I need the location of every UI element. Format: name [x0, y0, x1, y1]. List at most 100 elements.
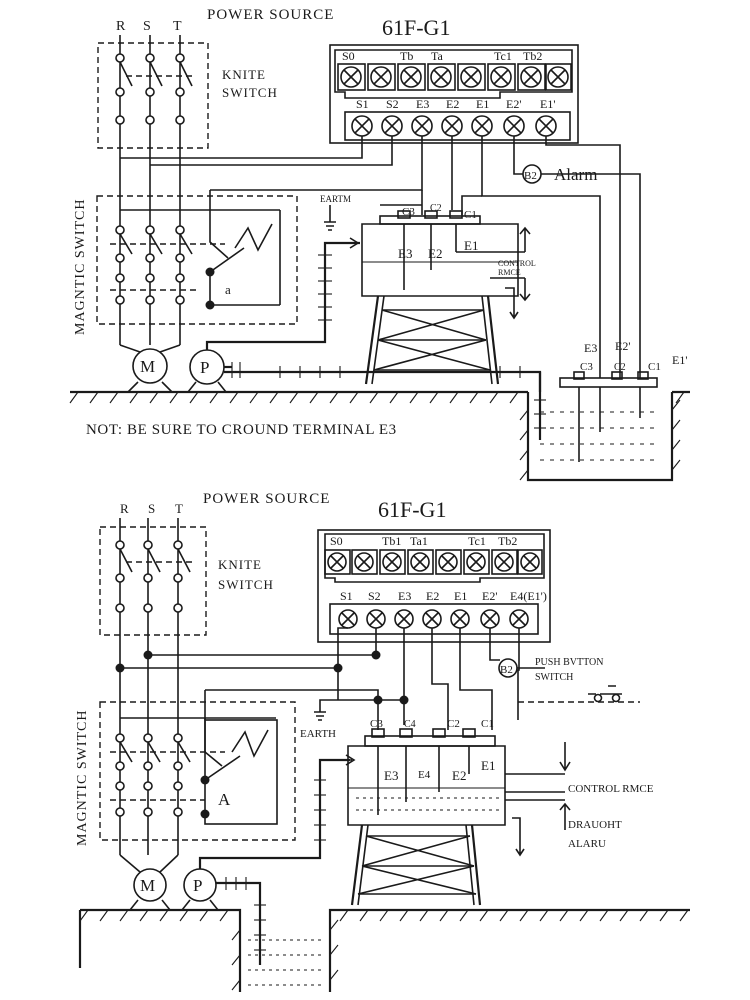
top-sump-label-c2: C2 — [614, 362, 626, 373]
top-phase-t-label: T — [173, 19, 182, 34]
top-diagram: POWER SOURCE R S T 61F-G1 KNITE SWITCH M… — [69, 7, 690, 482]
top-relay-contact-label: a — [225, 282, 231, 297]
top-magnetic-switch-label: MAGNTIC SWITCH — [73, 199, 88, 336]
bottom-tank — [347, 728, 571, 906]
top-terminal-label-e3: E3 — [416, 97, 429, 111]
bottom-pump-label: P — [193, 876, 202, 895]
top-terminal-label-ta: Ta — [431, 49, 443, 63]
bottom-relay-contact-label: A — [218, 790, 231, 809]
bottom-phase-t-label: T — [175, 501, 183, 516]
top-alarm-badge-label: B2 — [524, 170, 537, 182]
top-wiring — [120, 136, 641, 378]
top-terminal-label-e2p: E2' — [506, 97, 522, 111]
bottom-terminal-label-e2p: E2' — [482, 589, 498, 603]
top-sump-label-c1: C1 — [648, 361, 661, 373]
bottom-drain-label-1: DRAUOHT — [568, 819, 622, 831]
top-motor-label: M — [140, 357, 155, 376]
bottom-tank-label-c2: C2 — [447, 718, 460, 730]
top-alarm-badge — [522, 164, 542, 184]
bottom-earth-label: EARTH — [300, 728, 336, 740]
bottom-terminal-label-e1: E1 — [454, 589, 467, 603]
top-magnetic-switch — [96, 148, 318, 345]
bottom-motor-label: M — [140, 876, 155, 895]
bottom-badge-label: B2 — [500, 664, 513, 676]
top-knife-switch-label-1: KNITE — [222, 67, 266, 82]
top-ground — [69, 390, 690, 404]
top-terminal-label-e2: E2 — [446, 97, 459, 111]
top-sump-label-e2p: E2' — [615, 339, 631, 353]
bottom-controller — [317, 529, 551, 643]
top-phase-s-label: S — [143, 19, 151, 34]
bottom-terminal-label-s2: S2 — [368, 589, 381, 603]
bottom-pump — [181, 754, 356, 965]
bottom-knife-switch-label-2: SWITCH — [218, 577, 274, 592]
top-terminal-label-e1p: E1' — [540, 97, 556, 111]
top-pump-label: P — [200, 358, 209, 377]
bottom-terminal-label-e4: E4(E1') — [510, 589, 547, 603]
top-tank-label-e2: E2 — [428, 246, 442, 261]
top-model-label: 61F-G1 — [382, 15, 450, 40]
bottom-knife-switch — [99, 518, 207, 636]
top-terminal-label-tb: Tb — [400, 49, 413, 63]
bottom-diagram: POWER SOURCE R S T 61F-G1 KNITE SWITCH M… — [75, 491, 690, 992]
top-terminal-label-s0: S0 — [342, 49, 355, 63]
bottom-tank-label-c3: C3 — [370, 718, 383, 730]
top-tank-label-c3: C3 — [402, 206, 415, 218]
top-sump-label-e3: E3 — [584, 341, 597, 355]
bottom-phase-s-label: S — [148, 501, 155, 516]
bottom-knife-switch-label-1: KNITE — [218, 557, 262, 572]
bottom-terminal-row-lower — [338, 609, 529, 629]
bottom-tank-label-c1: C1 — [481, 718, 494, 730]
top-tank — [361, 210, 531, 385]
bottom-magnetic-switch — [99, 635, 296, 855]
bottom-motor — [119, 854, 179, 911]
top-knife-switch — [97, 35, 209, 149]
top-tank-label-c2: C2 — [430, 203, 442, 214]
top-terminal-row-upper — [337, 63, 572, 91]
bottom-control-label: CONTROL RMCE — [568, 783, 654, 795]
top-terminal-label-e1: E1 — [476, 97, 489, 111]
top-note: NOT: BE SURE TO CROUND TERMINAL E3 — [86, 422, 397, 438]
top-terminal-label-tc1: Tc1 — [494, 49, 512, 63]
top-terminal-row-lower — [351, 115, 557, 137]
bottom-magnetic-switch-label: MAGNTIC SWITCH — [75, 710, 90, 847]
bottom-ground — [78, 908, 690, 992]
bottom-terminal-label-ta1: Ta1 — [410, 534, 428, 548]
top-alarm-label: Alarm — [554, 165, 597, 184]
top-knife-switch-label-2: SWITCH — [222, 85, 278, 100]
bottom-tank-label-e3: E3 — [384, 768, 398, 783]
top-terminal-label-s2: S2 — [386, 97, 399, 111]
top-sump-label-c3: C3 — [580, 361, 593, 373]
top-terminal-label-s1: S1 — [356, 97, 369, 111]
bottom-terminal-label-tc1: Tc1 — [468, 534, 486, 548]
bottom-terminal-label-e2: E2 — [426, 589, 439, 603]
bottom-junction-dots — [115, 650, 409, 705]
top-pipe-ticks — [279, 254, 521, 378]
top-control-label-1: CONTROL — [498, 259, 536, 268]
top-sump — [519, 371, 681, 482]
bottom-power-source-label: POWER SOURCE — [203, 491, 330, 507]
top-power-source-label: POWER SOURCE — [207, 7, 334, 23]
bottom-terminal-label-s1: S1 — [340, 589, 353, 603]
top-motor — [119, 344, 181, 393]
bottom-model-label: 61F-G1 — [378, 497, 446, 522]
top-tank-label-e1: E1 — [464, 238, 478, 253]
bottom-tank-label-c4: C4 — [404, 719, 416, 730]
bottom-tank-label-e4: E4 — [418, 769, 431, 781]
bottom-terminal-label-s0: S0 — [330, 534, 343, 548]
bottom-tank-label-e2: E2 — [452, 768, 466, 783]
bottom-phase-r-label: R — [120, 501, 129, 516]
top-controller — [329, 44, 579, 144]
bottom-drain-label-2: ALARU — [568, 838, 606, 850]
top-tank-label-e3: E3 — [398, 246, 412, 261]
bottom-terminal-label-tb2: Tb2 — [498, 534, 517, 548]
bottom-push-button-label-2: SWITCH — [535, 672, 573, 683]
bottom-terminal-row-upper — [324, 549, 543, 575]
top-earth-label: EARTM — [320, 194, 351, 204]
top-sump-label-e1p: E1' — [672, 353, 688, 367]
top-terminal-label-tb2: Tb2 — [523, 49, 542, 63]
bottom-push-button-label-1: PUSH BVTTON — [535, 657, 603, 668]
top-phase-r-label: R — [116, 19, 126, 34]
bottom-terminal-label-e3: E3 — [398, 589, 411, 603]
